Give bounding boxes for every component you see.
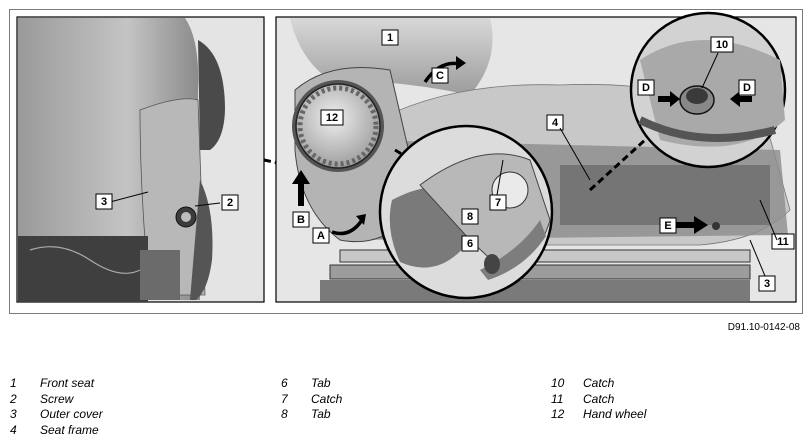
callout-D-left: D (642, 82, 650, 94)
left-panel (16, 16, 265, 303)
callout-7: 7 (495, 197, 501, 209)
callout-D-right: D (743, 82, 751, 94)
callout-3-right: 3 (764, 278, 770, 290)
figure-id: D91.10-0142-08 (727, 322, 800, 333)
callout-3: 3 (101, 196, 107, 208)
callout-B: B (297, 214, 305, 226)
callout-11: 11 (777, 236, 789, 248)
callout-8: 8 (467, 211, 473, 223)
callout-4: 4 (552, 117, 559, 129)
callout-A: A (317, 230, 325, 242)
callout-2: 2 (227, 197, 233, 209)
callout-E: E (664, 220, 671, 232)
callouts-right: 1 C 12 B A 7 8 6 4 10 D D E 11 3 (292, 29, 795, 292)
callouts-left: 3 2 (95, 193, 239, 211)
callout-6: 6 (467, 238, 473, 250)
callout-C: C (436, 70, 444, 82)
callout-10: 10 (716, 39, 728, 51)
callout-12: 12 (326, 112, 338, 124)
callout-1: 1 (387, 32, 393, 44)
inset-catch-10 (629, 11, 787, 169)
seat-illustration: 3 2 1 C 12 B A 7 8 6 4 10 D D E 11 3 (16, 11, 797, 303)
